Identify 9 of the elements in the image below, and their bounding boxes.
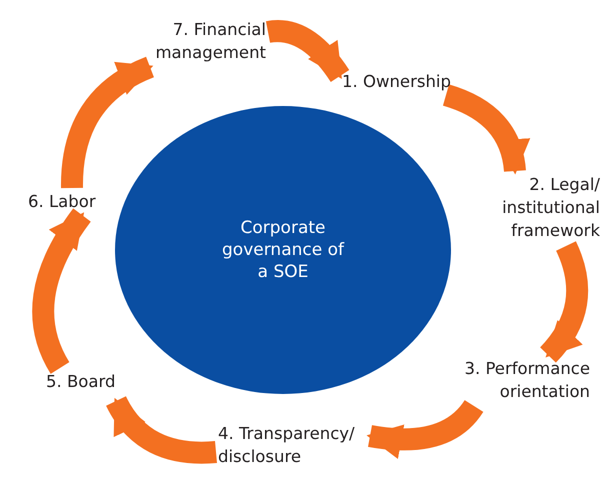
category-label: 5. Board <box>46 370 136 394</box>
category-label: 6. Labor <box>28 190 118 214</box>
center-title: Corporate governance of a SOE <box>221 216 346 284</box>
curved-arrow <box>442 84 529 174</box>
category-label: 7. Financial management <box>128 18 266 64</box>
category-label: 3. Performance orientation <box>440 357 590 404</box>
category-label: 1. Ownership <box>342 70 472 94</box>
category-label: 2. Legal/ institutional framework <box>470 173 600 242</box>
category-label: 4. Transparency/ disclosure <box>218 422 368 468</box>
